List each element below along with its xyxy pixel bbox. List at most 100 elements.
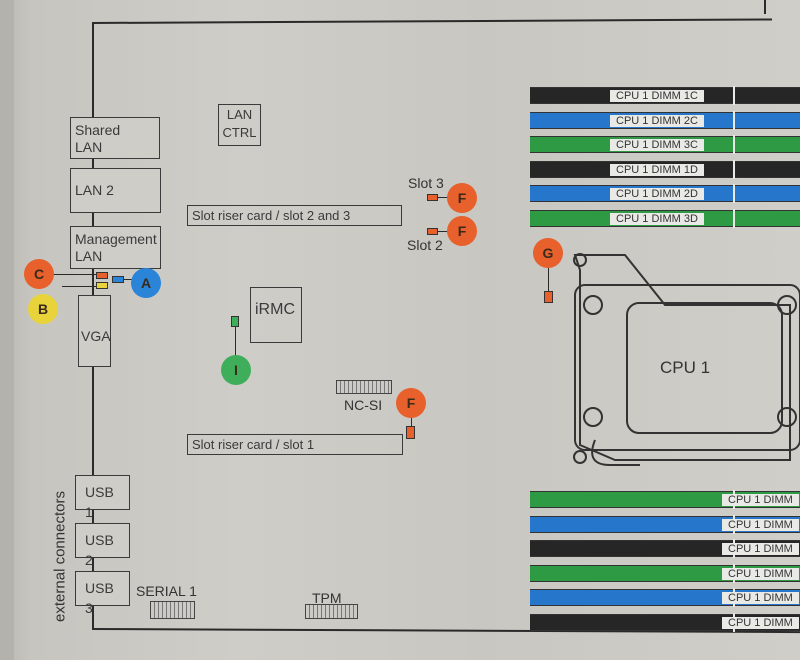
riser-card-slot-1: Slot riser card / slot 1	[187, 434, 403, 455]
dimm-label: CPU 1 DIMM 2C	[610, 114, 704, 127]
dimm-slot: CPU 1 DIMM	[530, 539, 800, 558]
dimm-label: CPU 1 DIMM	[722, 543, 799, 555]
tpm-header	[305, 604, 358, 619]
port-management-lan: Management LAN	[70, 226, 161, 269]
leader-g	[548, 268, 549, 292]
port-label: USB 1	[85, 484, 114, 520]
lever	[591, 439, 640, 466]
port-vga: VGA	[78, 295, 111, 367]
indicator-i: I	[221, 355, 251, 385]
lan-ctrl-label: LAN	[226, 107, 253, 122]
serial-1-header	[150, 601, 195, 619]
dimm-label: CPU 1 DIMM	[722, 616, 799, 629]
irmc-chip: iRMC	[250, 287, 302, 343]
dimm-label: CPU 1 DIMM 1D	[610, 163, 704, 176]
leader-slot-3	[438, 197, 448, 198]
leader-c	[52, 274, 96, 275]
dimm-label: CPU 1 DIMM 3C	[610, 139, 704, 151]
dimm-slot: CPU 1 DIMM 2C	[530, 110, 800, 130]
slot-3-led	[427, 194, 438, 201]
dimm-label: CPU 1 DIMM	[722, 494, 799, 506]
tpm-label: TPM	[312, 590, 342, 606]
dimm-label: CPU 1 DIMM	[722, 567, 799, 580]
port-label: LAN	[75, 248, 103, 264]
port-label: USB 2	[85, 532, 114, 568]
indicator-a: A	[131, 268, 161, 298]
port-label: Management	[75, 231, 157, 247]
ncsi-label: NC-SI	[344, 397, 383, 413]
dimm-slot: CPU 1 DIMM 1C	[530, 86, 800, 105]
led-c	[96, 272, 108, 279]
dimm-label: CPU 1 DIMM 3D	[610, 212, 704, 225]
dimm-slot: CPU 1 DIMM 3D	[530, 208, 800, 228]
page-edge	[0, 0, 14, 660]
ncsi-header	[336, 380, 392, 394]
dimm-slot: CPU 1 DIMM 2D	[530, 184, 800, 203]
dimm-slot: CPU 1 DIMM 1D	[530, 159, 800, 179]
riser-card-slot-2-3: Slot riser card / slot 2 and 3	[187, 205, 402, 226]
cpu-label: CPU 1	[660, 358, 710, 377]
indicator-f-slot-1: F	[396, 388, 426, 418]
dimm-notch	[733, 135, 735, 154]
port-lan-2: LAN 2	[70, 168, 161, 213]
serial-1-label: SERIAL 1	[136, 583, 197, 599]
indicator-f-slot-3: F	[447, 183, 477, 213]
screw-tl	[583, 295, 603, 315]
indicator-f-slot-2: F	[447, 216, 477, 246]
port-label: USB 3	[85, 580, 114, 616]
dimm-label: CPU 1 DIMM	[722, 518, 799, 531]
slot-1-led	[406, 426, 415, 439]
leader-slot-1	[411, 418, 412, 426]
slot-2-label: Slot 2	[407, 237, 443, 253]
dimm-slot: CPU 1 DIMM 3C	[530, 135, 800, 154]
dimm-notch	[733, 110, 735, 130]
external-connectors-label: external connectors	[51, 491, 69, 622]
dimm-slot: CPU 1 DIMM	[530, 563, 800, 583]
dimm-slot: CPU 1 DIMM	[530, 588, 800, 607]
port-label: LAN	[75, 139, 103, 155]
leader-i	[235, 327, 236, 357]
indicator-g: G	[533, 238, 563, 268]
lan-controller: LAN CTRL	[218, 104, 261, 146]
dimm-notch	[733, 208, 735, 228]
dimm-slot: CPU 1 DIMM	[530, 514, 800, 534]
dimm-notch	[733, 184, 735, 203]
board-outline-top-right	[764, 0, 766, 14]
led-g	[544, 291, 553, 303]
leader-b	[62, 286, 96, 287]
port-usb-3: USB 3	[75, 571, 130, 616]
indicator-b: B	[28, 294, 58, 324]
cpu-die	[626, 302, 783, 434]
port-label: VGA	[81, 328, 111, 344]
dimm-label: CPU 1 DIMM 1C	[610, 90, 704, 102]
dimm-slot: CPU 1 DIMM	[530, 612, 800, 632]
screw-tr	[777, 295, 797, 315]
port-usb-2: USB 2	[75, 523, 130, 568]
led-a	[112, 276, 124, 283]
screw-bl	[583, 407, 603, 427]
socket-frame	[573, 254, 791, 461]
led-b	[96, 282, 108, 289]
port-label: LAN 2	[75, 182, 114, 198]
mount-hole	[573, 253, 587, 267]
dimm-label: CPU 1 DIMM 2D	[610, 188, 704, 200]
slot-3-label: Slot 3	[408, 175, 444, 191]
leader-slot-2	[438, 231, 448, 232]
screw-br	[777, 407, 797, 427]
dimm-label: CPU 1 DIMM	[722, 592, 799, 604]
cpu-socket: CPU 1	[573, 253, 800, 466]
port-usb-1: USB 1	[75, 475, 130, 520]
mount-hole	[573, 450, 587, 464]
board-outline-top	[91, 18, 772, 24]
slot-2-led	[427, 228, 438, 235]
port-label: Shared	[75, 122, 121, 138]
socket-inner	[574, 284, 800, 451]
led-i	[231, 316, 239, 327]
lan-ctrl-label: CTRL	[222, 125, 257, 140]
port-shared-lan: Shared LAN	[70, 117, 160, 159]
dimm-notch	[733, 86, 735, 105]
indicator-c: C	[24, 259, 54, 289]
dimm-notch	[733, 159, 735, 179]
dimm-slot: CPU 1 DIMM	[530, 490, 800, 509]
leader-a	[124, 279, 136, 280]
